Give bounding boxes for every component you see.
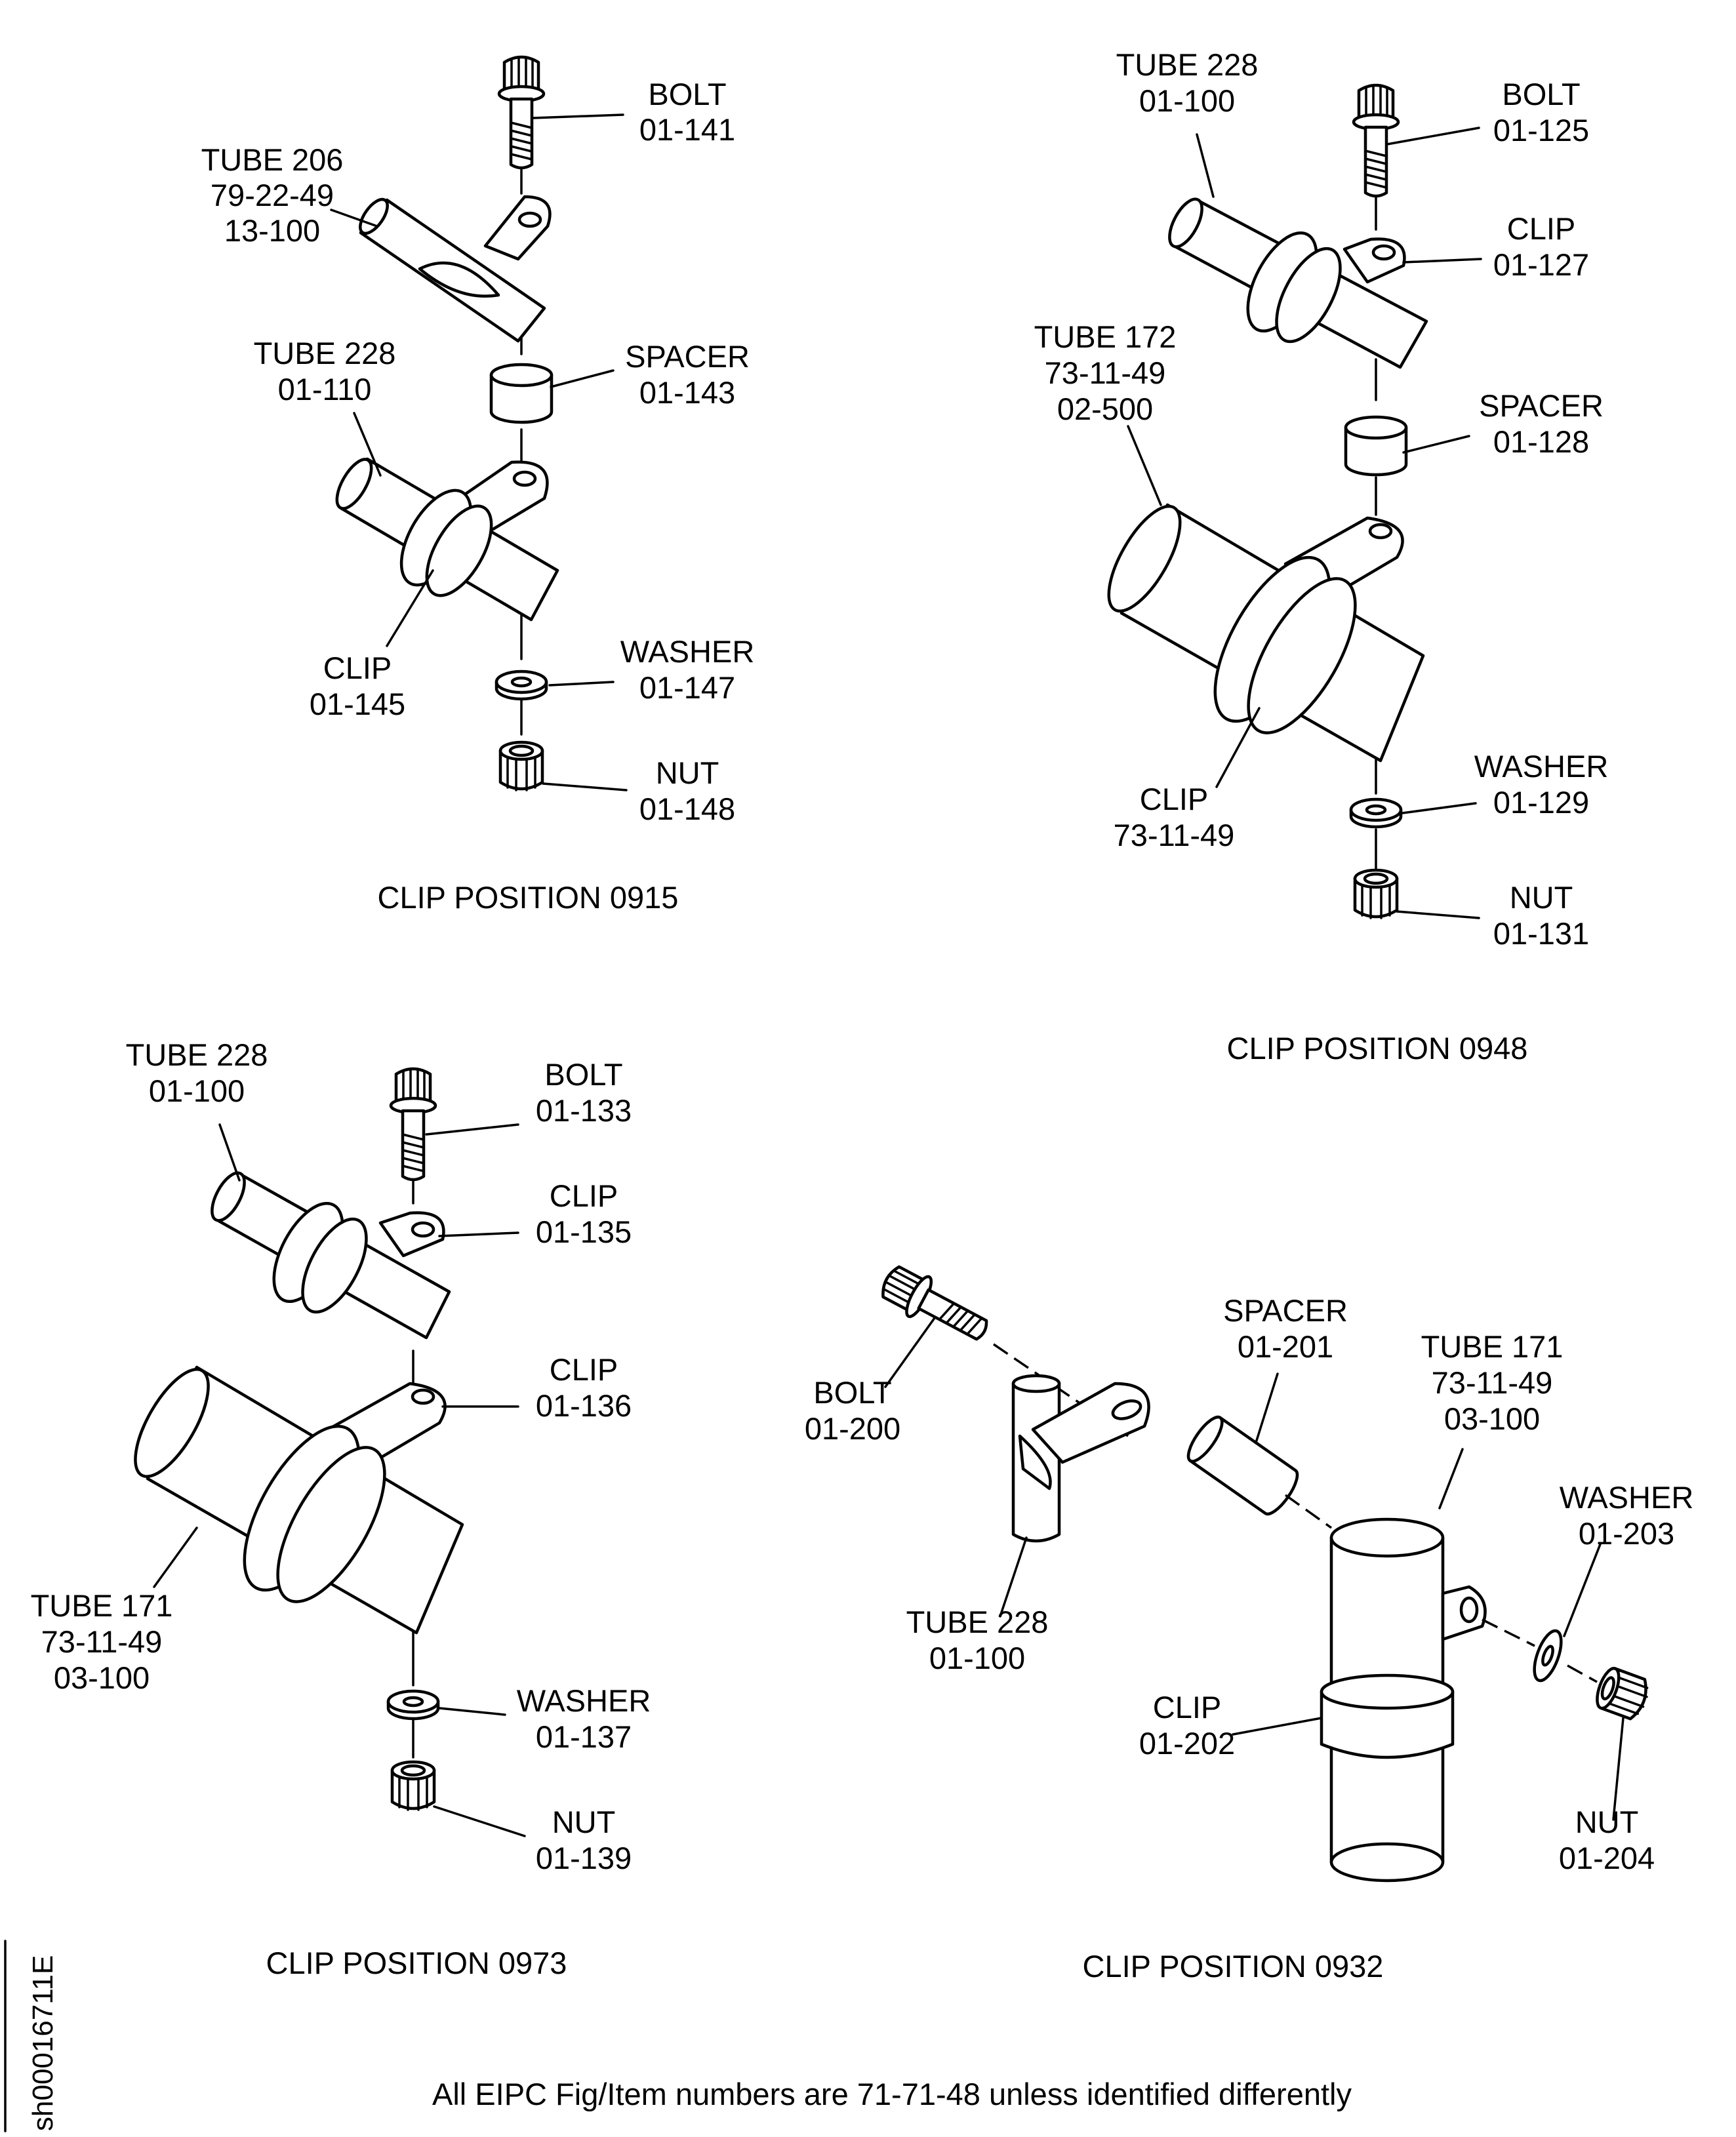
label-title: SPACER <box>1223 1293 1348 1328</box>
label-code: 01-148 <box>639 791 735 826</box>
view-0948 <box>1107 85 1482 918</box>
caption-0973: CLIP POSITION 0973 <box>266 1946 567 1980</box>
label-code: 01-203 <box>1579 1516 1674 1551</box>
label-code: 01-127 <box>1493 247 1589 282</box>
label-title: TUBE 171 <box>1421 1329 1564 1364</box>
label-title: CLIP <box>1140 782 1209 816</box>
washer-part <box>1351 799 1401 827</box>
label-title: CLIP <box>1153 1690 1222 1725</box>
bolt-part <box>391 1069 435 1180</box>
label-title: CLIP <box>550 1352 618 1387</box>
label-code: 13-100 <box>224 213 320 248</box>
label-title: NUT <box>1575 1805 1639 1839</box>
label-title: NUT <box>656 755 719 790</box>
view-0973 <box>134 1069 526 1837</box>
label-code: 03-100 <box>1444 1401 1540 1436</box>
washer-part <box>496 671 546 699</box>
label-title: TUBE 228 <box>254 336 396 370</box>
label-title: WASHER <box>1474 749 1609 784</box>
label-title: BOLT <box>544 1057 622 1092</box>
caption-0915: CLIP POSITION 0915 <box>378 880 679 915</box>
label-title: TUBE 206 <box>201 142 344 177</box>
label-code: 73-11-49 <box>1045 355 1166 390</box>
caption-0948: CLIP POSITION 0948 <box>1227 1031 1528 1066</box>
spacer-part <box>1346 417 1406 475</box>
label-code: 01-202 <box>1139 1726 1235 1761</box>
label-title: BOLT <box>648 77 726 111</box>
label-title: WASHER <box>620 634 755 669</box>
bolt-part <box>499 57 544 168</box>
label-code: 03-100 <box>54 1660 150 1695</box>
label-code: 01-147 <box>639 670 735 705</box>
label-code: 01-100 <box>149 1073 245 1108</box>
label-code: 01-145 <box>310 687 405 721</box>
label-title: BOLT <box>1502 77 1580 111</box>
label-title: TUBE 172 <box>1034 319 1177 354</box>
spacer-part <box>491 365 552 422</box>
label-code: 01-201 <box>1238 1329 1333 1364</box>
label-code: 01-133 <box>536 1093 632 1128</box>
label-code: 73-11-49 <box>1432 1365 1553 1400</box>
view-0915 <box>330 57 628 790</box>
label-title: TUBE 228 <box>126 1037 268 1072</box>
label-code: 01-100 <box>1139 83 1235 118</box>
labels: BOLT 01-141 TUBE 206 79-22-49 13-100 TUB… <box>31 47 1694 1875</box>
washer-part <box>1533 1629 1563 1683</box>
label-title: SPACER <box>1479 388 1604 423</box>
document-id: sh00016711E <box>27 1955 59 2131</box>
label-title: CLIP <box>323 650 392 685</box>
label-code: 01-200 <box>805 1411 900 1446</box>
label-code: 73-11-49 <box>41 1624 163 1659</box>
label-code: 01-204 <box>1559 1841 1655 1875</box>
nut-part <box>392 1762 434 1810</box>
label-title: CLIP <box>550 1178 618 1213</box>
label-code: 01-141 <box>639 112 735 147</box>
label-code: 01-137 <box>536 1719 632 1754</box>
label-code: 01-139 <box>536 1841 632 1875</box>
bolt-part <box>1354 85 1398 196</box>
spacer-part <box>1186 1415 1299 1516</box>
bolt-part <box>876 1260 995 1351</box>
label-title: CLIP <box>1507 211 1576 246</box>
nut-part <box>1593 1666 1652 1721</box>
label-code: 02-500 <box>1057 391 1153 426</box>
label-code: 01-128 <box>1493 424 1589 459</box>
label-code: 01-100 <box>929 1641 1025 1675</box>
label-code: 01-110 <box>278 372 372 407</box>
label-title: NUT <box>552 1805 616 1839</box>
caption-0932: CLIP POSITION 0932 <box>1083 1949 1384 1984</box>
footnote: All EIPC Fig/Item numbers are 71-71-48 u… <box>432 2077 1352 2111</box>
label-code: 01-136 <box>536 1388 632 1423</box>
label-code: 73-11-49 <box>1114 818 1235 852</box>
label-code: 01-125 <box>1493 113 1589 148</box>
label-title: WASHER <box>1560 1480 1694 1515</box>
washer-part <box>388 1691 438 1719</box>
label-title: BOLT <box>813 1375 891 1410</box>
label-title: NUT <box>1510 880 1573 915</box>
label-title: TUBE 228 <box>906 1605 1049 1639</box>
label-code: 01-129 <box>1493 785 1589 820</box>
label-code: 79-22-49 <box>211 178 334 212</box>
label-code: 01-131 <box>1493 916 1589 951</box>
label-title: TUBE 171 <box>31 1588 173 1623</box>
nut-part <box>1355 870 1397 918</box>
label-title: TUBE 228 <box>1116 47 1259 82</box>
label-code: 01-135 <box>536 1214 632 1249</box>
label-title: SPACER <box>625 339 750 374</box>
view-0932 <box>876 1260 1652 1883</box>
label-code: 01-143 <box>639 375 735 410</box>
nut-part <box>500 742 542 790</box>
label-title: WASHER <box>517 1683 651 1718</box>
